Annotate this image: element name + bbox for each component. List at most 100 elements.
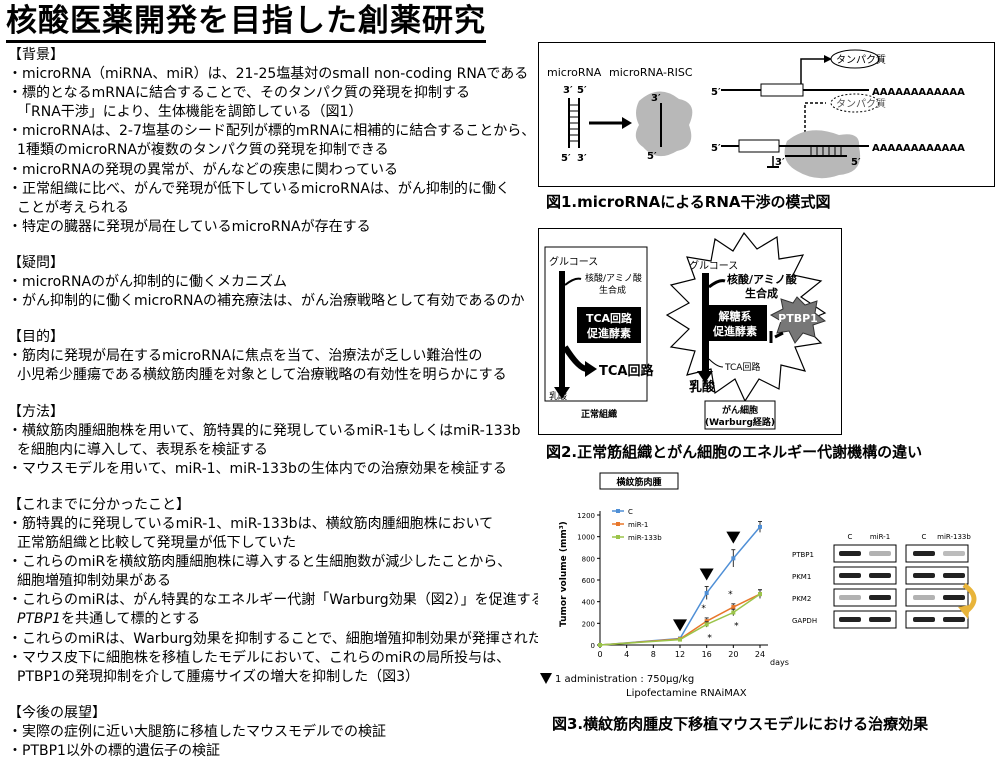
- section: 【今後の展望】・実際の症例に近い大腿筋に移植したマウスモデルでの検証・PTBP1…: [8, 704, 533, 761]
- tca-arrow: [708, 358, 724, 368]
- data-point: [704, 591, 709, 595]
- bullet-line: ・microRNAは、2-7塩基のシード配列が標的mRNAに相補的に結合すること…: [8, 123, 536, 140]
- rna-interference-diagram: microRNA microRNA-RISC 3′ 5′ 5′ 3′ 3′ 5′…: [547, 49, 965, 179]
- glycolysis-arrow: [559, 271, 565, 389]
- cancer-label: がん細胞: [722, 404, 758, 416]
- prime-label: 5′: [851, 157, 861, 168]
- protein-label: タンパク質: [836, 97, 886, 110]
- x-tick-label: 8: [651, 650, 656, 659]
- prime-label: 5′: [561, 153, 571, 164]
- prime-label: 5′: [711, 87, 721, 98]
- microrna-label: microRNA: [547, 66, 602, 79]
- section-heading: 【疑問】: [8, 254, 64, 271]
- y-tick-label: 600: [582, 577, 595, 585]
- data-point: [704, 622, 709, 627]
- branch-arrow: [564, 277, 582, 286]
- section: 【目的】・筋肉に発現が局在するmicroRNAに焦点を当て、治療法が乏しい難治性…: [8, 328, 533, 385]
- blot-panel: [905, 610, 969, 629]
- bullet-line: ・がん抑制的に働くmicroRNAの補充療法は、がん治療戦略として有効であるのか: [8, 293, 525, 310]
- legend-label: C: [628, 508, 633, 516]
- blot-column-label: miR-1: [870, 533, 890, 541]
- glycolysis-label: 解糖系: [719, 309, 752, 323]
- bullet-line: ・これらのmiRは、がん特異的なエネルギー代謝「Warburg効果（図2）」を促…: [8, 592, 545, 609]
- base-pairs: [569, 104, 579, 142]
- protein-oval-suppressed: [830, 93, 880, 113]
- blot-band: [943, 551, 965, 556]
- y-tick-label: 200: [582, 620, 595, 628]
- prime-label: 3′: [577, 153, 587, 164]
- prime-label: 3′: [775, 157, 785, 168]
- x-tick-label: 4: [624, 650, 629, 659]
- highlight-arrow-head: [958, 605, 970, 619]
- legend-label: miR-133b: [628, 534, 662, 542]
- blot-band: [943, 595, 965, 600]
- x-tick-label: 24: [755, 650, 765, 659]
- blot-panel: [833, 566, 897, 585]
- nucleic-label: 生合成: [745, 286, 778, 300]
- blot-band: [839, 551, 861, 556]
- significance-mark: *: [734, 622, 739, 632]
- significance-mark: *: [728, 590, 733, 600]
- cancer-label: (Warburg経路): [705, 416, 775, 428]
- tca-label: TCA回路: [724, 361, 760, 373]
- protein-label: タンパク質: [836, 53, 886, 66]
- y-axis-label: Tumor volume (mm³): [559, 521, 569, 627]
- section: 【背景】・microRNA（miRNA、miR）は、21-25塩基対のsmall…: [8, 46, 536, 237]
- section-heading: 【これまでに分かったこと】: [8, 496, 190, 513]
- metabolism-diagram: グルコース 核酸/アミノ酸 生合成 TCA回路 促進酵素 TCA回路 乳酸 正常…: [544, 231, 827, 430]
- blot-band: [913, 595, 935, 600]
- bullet-line: ・マウスモデルを用いて、miR-1、miR-133bの生体内での治療効果を検証す…: [8, 460, 507, 477]
- blot-band: [839, 573, 861, 578]
- tca-label: TCA回路: [599, 363, 654, 379]
- bullet-line: ・マウス皮下に細胞株を移植したモデルにおいて、これらのmiRの局所投与は、: [8, 649, 511, 666]
- data-point: [731, 556, 736, 561]
- polya-tail: AAAAAAAAAAAA: [872, 87, 965, 98]
- blot-band: [943, 617, 965, 622]
- section: 【これまでに分かったこと】・筋特異的に発現しているmiR-1、miR-133bは…: [8, 496, 545, 687]
- bullet-line: PTBP1の発現抑制を介して腫瘍サイズの増大を抑制した（図3）: [17, 668, 420, 685]
- figure-2-caption: 図2.正常筋組織とがん細胞のエネルギー代謝機構の違い: [546, 443, 923, 461]
- bullet-line: ことが考えられる: [17, 199, 129, 216]
- administration-marker: [673, 619, 687, 632]
- blot-panel: [905, 544, 969, 563]
- blot-panel: [833, 544, 897, 563]
- administration-marker: [540, 673, 552, 684]
- legend-marker: [616, 522, 620, 526]
- prime-label: 5′: [577, 85, 587, 96]
- cancer-label-box: [704, 400, 776, 430]
- bullet-line: ・筋肉に発現が局在するmicroRNAに焦点を当て、治療法が乏しい難治性の: [8, 348, 483, 365]
- bullet-line: ・これらのmiRは、Warburg効果を抑制することで、細胞増殖抑制効果が発揮さ…: [8, 630, 542, 647]
- significance-mark: *: [707, 633, 712, 643]
- blot-band: [943, 573, 965, 578]
- bullet-line: ・microRNAのがん抑制的に働くメカニズム: [8, 274, 288, 291]
- blot-band: [869, 573, 891, 578]
- data-point: [731, 610, 736, 615]
- x-tick-label: 16: [702, 650, 712, 659]
- data-point: [758, 592, 762, 597]
- page-title: 核酸医薬開発を目指した創薬研究: [6, 2, 486, 43]
- blot-column-label: C: [848, 533, 853, 541]
- branch-arrow: [708, 279, 726, 289]
- x-axis-unit: days: [770, 658, 789, 667]
- blot-panel: [833, 610, 897, 629]
- nucleic-label: 生合成: [599, 284, 626, 296]
- bullet-line: ・microRNA（miRNA、miR）は、21-25塩基対のsmall non…: [8, 66, 529, 83]
- administration-marker: [699, 568, 714, 581]
- bullet-line: ・これらのmiRを横紋筋肉腫細胞株に導入すると生細胞数が減少したことから、: [8, 554, 512, 571]
- blot-column-label: miR-133b: [937, 533, 971, 541]
- blot-panel: [905, 588, 969, 607]
- section-heading: 【目的】: [8, 329, 64, 346]
- figure-3-caption: 図3.横紋筋肉腫皮下移植マウスモデルにおける治療効果: [552, 715, 929, 733]
- chart-header-box: [599, 472, 679, 490]
- x-tick-label: 0: [597, 650, 602, 659]
- bullet-line: PTBP1を共通して標的とする: [17, 611, 201, 628]
- bullet-line: ・実際の症例に近い大腿筋に移植したマウスモデルでの検証: [8, 723, 386, 740]
- glycolysis-enzyme-box: [703, 305, 767, 341]
- figure-2: グルコース 核酸/アミノ酸 生合成 TCA回路 促進酵素 TCA回路 乳酸 正常…: [538, 228, 842, 435]
- protein-oval: [830, 49, 880, 69]
- section-heading: 【方法】: [8, 403, 64, 420]
- blot-band: [913, 551, 935, 556]
- y-tick-label: 1200: [577, 512, 595, 520]
